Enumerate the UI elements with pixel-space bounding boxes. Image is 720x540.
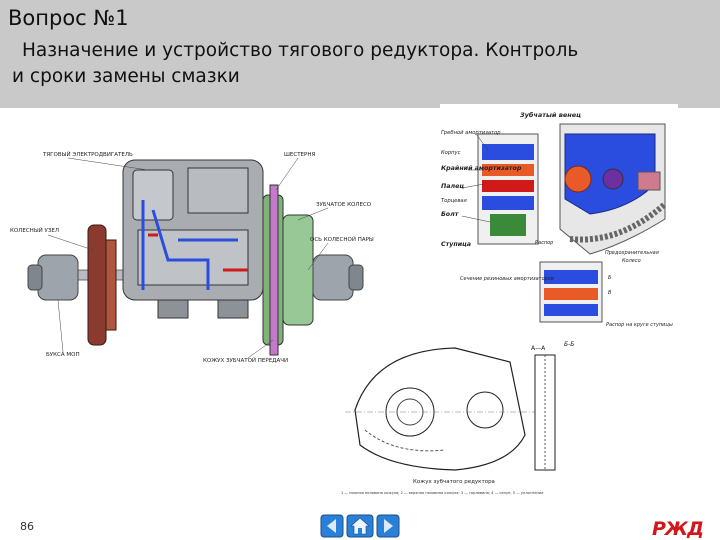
label-section-aa: А—А (531, 345, 546, 352)
slide-title: Вопрос №1 (8, 6, 129, 30)
label-gear-crown: Зубчатый венец (520, 111, 581, 119)
label-spring: Распор (535, 240, 553, 246)
label-motor: ТЯГОВЫЙ ЭЛЕКТРОДВИГАТЕЛЬ (42, 151, 133, 158)
label-mark-v: В (608, 290, 612, 296)
label-mark-b: Б (608, 275, 612, 281)
label-damper: Гребной амортизатор (441, 130, 501, 136)
label-housing-r: Корпус (441, 150, 461, 156)
slide-subtitle: Назначение и устройство тягового редукто… (12, 38, 712, 90)
nav-home-button[interactable] (346, 514, 374, 538)
subtitle-line-1: Назначение и устройство тягового редукто… (22, 40, 579, 61)
subtitle-line-2: и сроки замены смазки (12, 66, 240, 87)
arrow-right-icon (384, 519, 393, 533)
slide-number: 86 (20, 520, 34, 533)
label-axle-set: КОЛЕСНЫЙ УЗЕЛ (10, 227, 59, 234)
label-wheel-pair: ОСЬ КОЛЕСНОЙ ПАРЫ (310, 236, 374, 243)
housing-caption: Кожух зубчатого редуктора (413, 479, 495, 485)
gear-housing-drawing: А—А Кожух зубчатого редуктора 1 — нижняя… (341, 345, 556, 495)
label-section: Сечение резиновых амортизаторов (460, 276, 554, 282)
arrow-left-icon (327, 519, 336, 533)
label-housing: КОЖУХ ЗУБЧАТОЙ ПЕРЕДАЧИ (203, 357, 288, 364)
traction-gearbox-diagram: ТЯГОВЫЙ ЭЛЕКТРОДВИГАТЕЛЬ ШЕСТЕРНЯ ЗУБЧАТ… (10, 151, 374, 364)
home-icon (350, 517, 370, 535)
nav-next-button[interactable] (376, 514, 400, 538)
label-section-bb: Б-Б (564, 341, 574, 348)
label-lower-text: Распор на круге ступицы (606, 322, 673, 328)
label-end-plate: Торцевая (441, 198, 467, 204)
label-extreme-damper: Крайний амортизатор (441, 165, 522, 172)
label-wheel-gear: ЗУБЧАТОЕ КОЛЕСО (316, 202, 372, 208)
label-bolt: Болт (441, 211, 459, 218)
gear-crown-diagram: Зубчатый венец Гребной амортизатор Корпу… (440, 104, 678, 354)
label-hub: Ступица (441, 241, 471, 248)
nav-prev-button[interactable] (320, 514, 344, 538)
label-hanging: Предохранительная (605, 250, 659, 256)
slide-header: Вопрос №1 Назначение и устройство тягово… (0, 0, 720, 108)
rzd-logo: РЖД (652, 518, 704, 540)
housing-note: 1 — нижняя половина кожуха; 2 — верхняя … (341, 491, 544, 495)
label-finger: Палец (441, 183, 464, 190)
label-bearing: БУКСА МОП (46, 352, 80, 358)
label-wheel-center: Колесо (622, 258, 641, 264)
label-gear: ШЕСТЕРНЯ (284, 152, 315, 158)
